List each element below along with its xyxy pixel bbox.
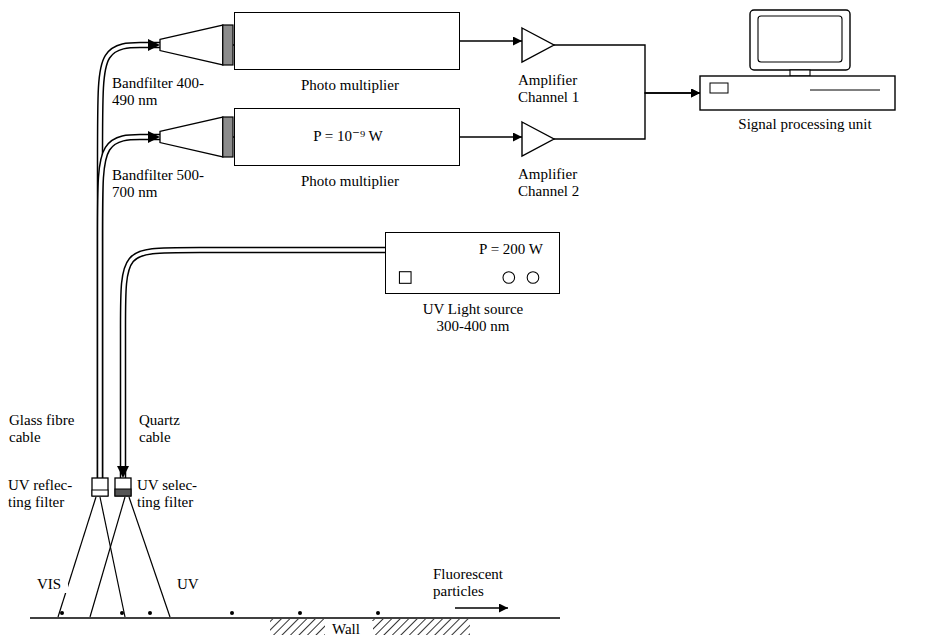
node-label: Signal processing unit [720, 116, 890, 133]
node-label: UV reflec- ting filter [8, 477, 86, 512]
bandfilter: Bandfilter 500-700 nm [160, 117, 233, 157]
wall-line [30, 617, 560, 618]
wire-line [460, 136, 522, 137]
funnel-outline [160, 117, 233, 157]
particles [60, 611, 380, 615]
light-label: VIS [36, 576, 68, 593]
computer-outline [700, 10, 895, 110]
fibre-cable [123, 250, 385, 478]
uv-light-source: P = 200 WUV Light source 300-400 nm [385, 232, 560, 294]
filterW-outline [92, 478, 108, 496]
filterD-outline [115, 478, 131, 496]
node-label: Bandfilter 500-700 nm [112, 167, 208, 202]
cable-inner [123, 250, 385, 478]
light-label: UV [176, 576, 204, 593]
amp-outline [522, 122, 554, 156]
arrow-heads [460, 137, 522, 138]
wall-hatching [270, 619, 325, 635]
particles-label: Fluorescent particles [432, 566, 529, 601]
arrow-heads [123, 250, 385, 478]
node-label: UV Light source 300-400 nm [408, 301, 538, 336]
signal-wire [460, 137, 522, 138]
node-value: P = 10⁻⁹ W [235, 128, 461, 145]
uv-selecting-filter: UV selec- ting filter [115, 478, 131, 496]
bandfilter: Bandfilter 400-490 nm [160, 25, 233, 65]
uv-reflecting-filter: UV reflec- ting filter [92, 478, 108, 496]
wire-line [460, 40, 522, 41]
cable-outer [123, 250, 385, 478]
photomultiplier-box: Photo multiplier [234, 12, 460, 70]
signal-processing-unit: Signal processing unit [700, 10, 895, 110]
light-rays [58, 497, 170, 617]
photomultiplier-box: P = 10⁻⁹ WPhoto multiplier [234, 108, 460, 166]
arrow-heads [460, 41, 522, 42]
cable-label: Glass fibre cable [8, 412, 88, 447]
flow-arrow [455, 607, 508, 608]
node-label: Photo multiplier [301, 173, 431, 190]
node-label: Amplifier Channel 2 [518, 166, 613, 201]
signal-wire [460, 41, 522, 42]
node-value: P = 200 W [453, 241, 543, 258]
cable-label: Quartz cable [138, 412, 200, 447]
node-label: Bandfilter 400-490 nm [112, 75, 208, 110]
node-label: UV selec- ting filter [137, 477, 215, 512]
funnel-outline [160, 25, 233, 65]
wall-hatching [372, 619, 470, 635]
amplifier: Amplifier Channel 2 [522, 122, 554, 156]
node-label: Photo multiplier [301, 77, 431, 94]
node-label: Amplifier Channel 1 [518, 72, 613, 107]
amp-outline [522, 28, 554, 62]
amplifier: Amplifier Channel 1 [522, 28, 554, 62]
wall-label: Wall [331, 621, 373, 638]
